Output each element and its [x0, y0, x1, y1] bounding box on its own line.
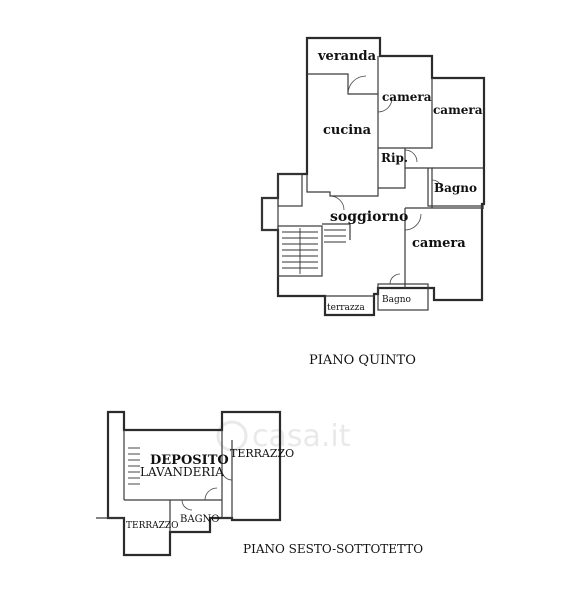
svg-text:casa.it: casa.it — [252, 419, 351, 454]
room-label-terrazzo-2: TERRAZZO — [126, 521, 179, 531]
room-label-camera-2: camera — [433, 103, 483, 117]
floor-title-piano-quinto: PIANO QUINTO — [309, 353, 416, 368]
floor-plan-piano-quinto — [260, 36, 486, 317]
room-label-soggiorno: soggiorno — [330, 209, 408, 225]
room-label-bagno-2: Bagno — [382, 295, 411, 305]
room-label-cucina: cucina — [323, 123, 372, 138]
room-label-deposito: DEPOSITO — [150, 453, 229, 468]
room-label-camera-3: camera — [412, 236, 466, 251]
room-label-lavanderia: LAVANDERIA — [140, 465, 224, 479]
room-label-bagno-1: Bagno — [434, 181, 477, 195]
room-label-terrazzo-1: TERRAZZO — [230, 447, 294, 460]
room-label-terrazza: terrazza — [327, 303, 365, 313]
floor-title-piano-sesto: PIANO SESTO-SOTTOTETTO — [243, 542, 423, 556]
room-label-bagno: BAGNO — [180, 514, 220, 525]
room-label-veranda: veranda — [317, 49, 377, 64]
room-label-rip: Rip. — [381, 151, 408, 165]
floor-plan-piano-sesto — [96, 410, 282, 557]
room-label-camera-1: camera — [382, 90, 432, 104]
